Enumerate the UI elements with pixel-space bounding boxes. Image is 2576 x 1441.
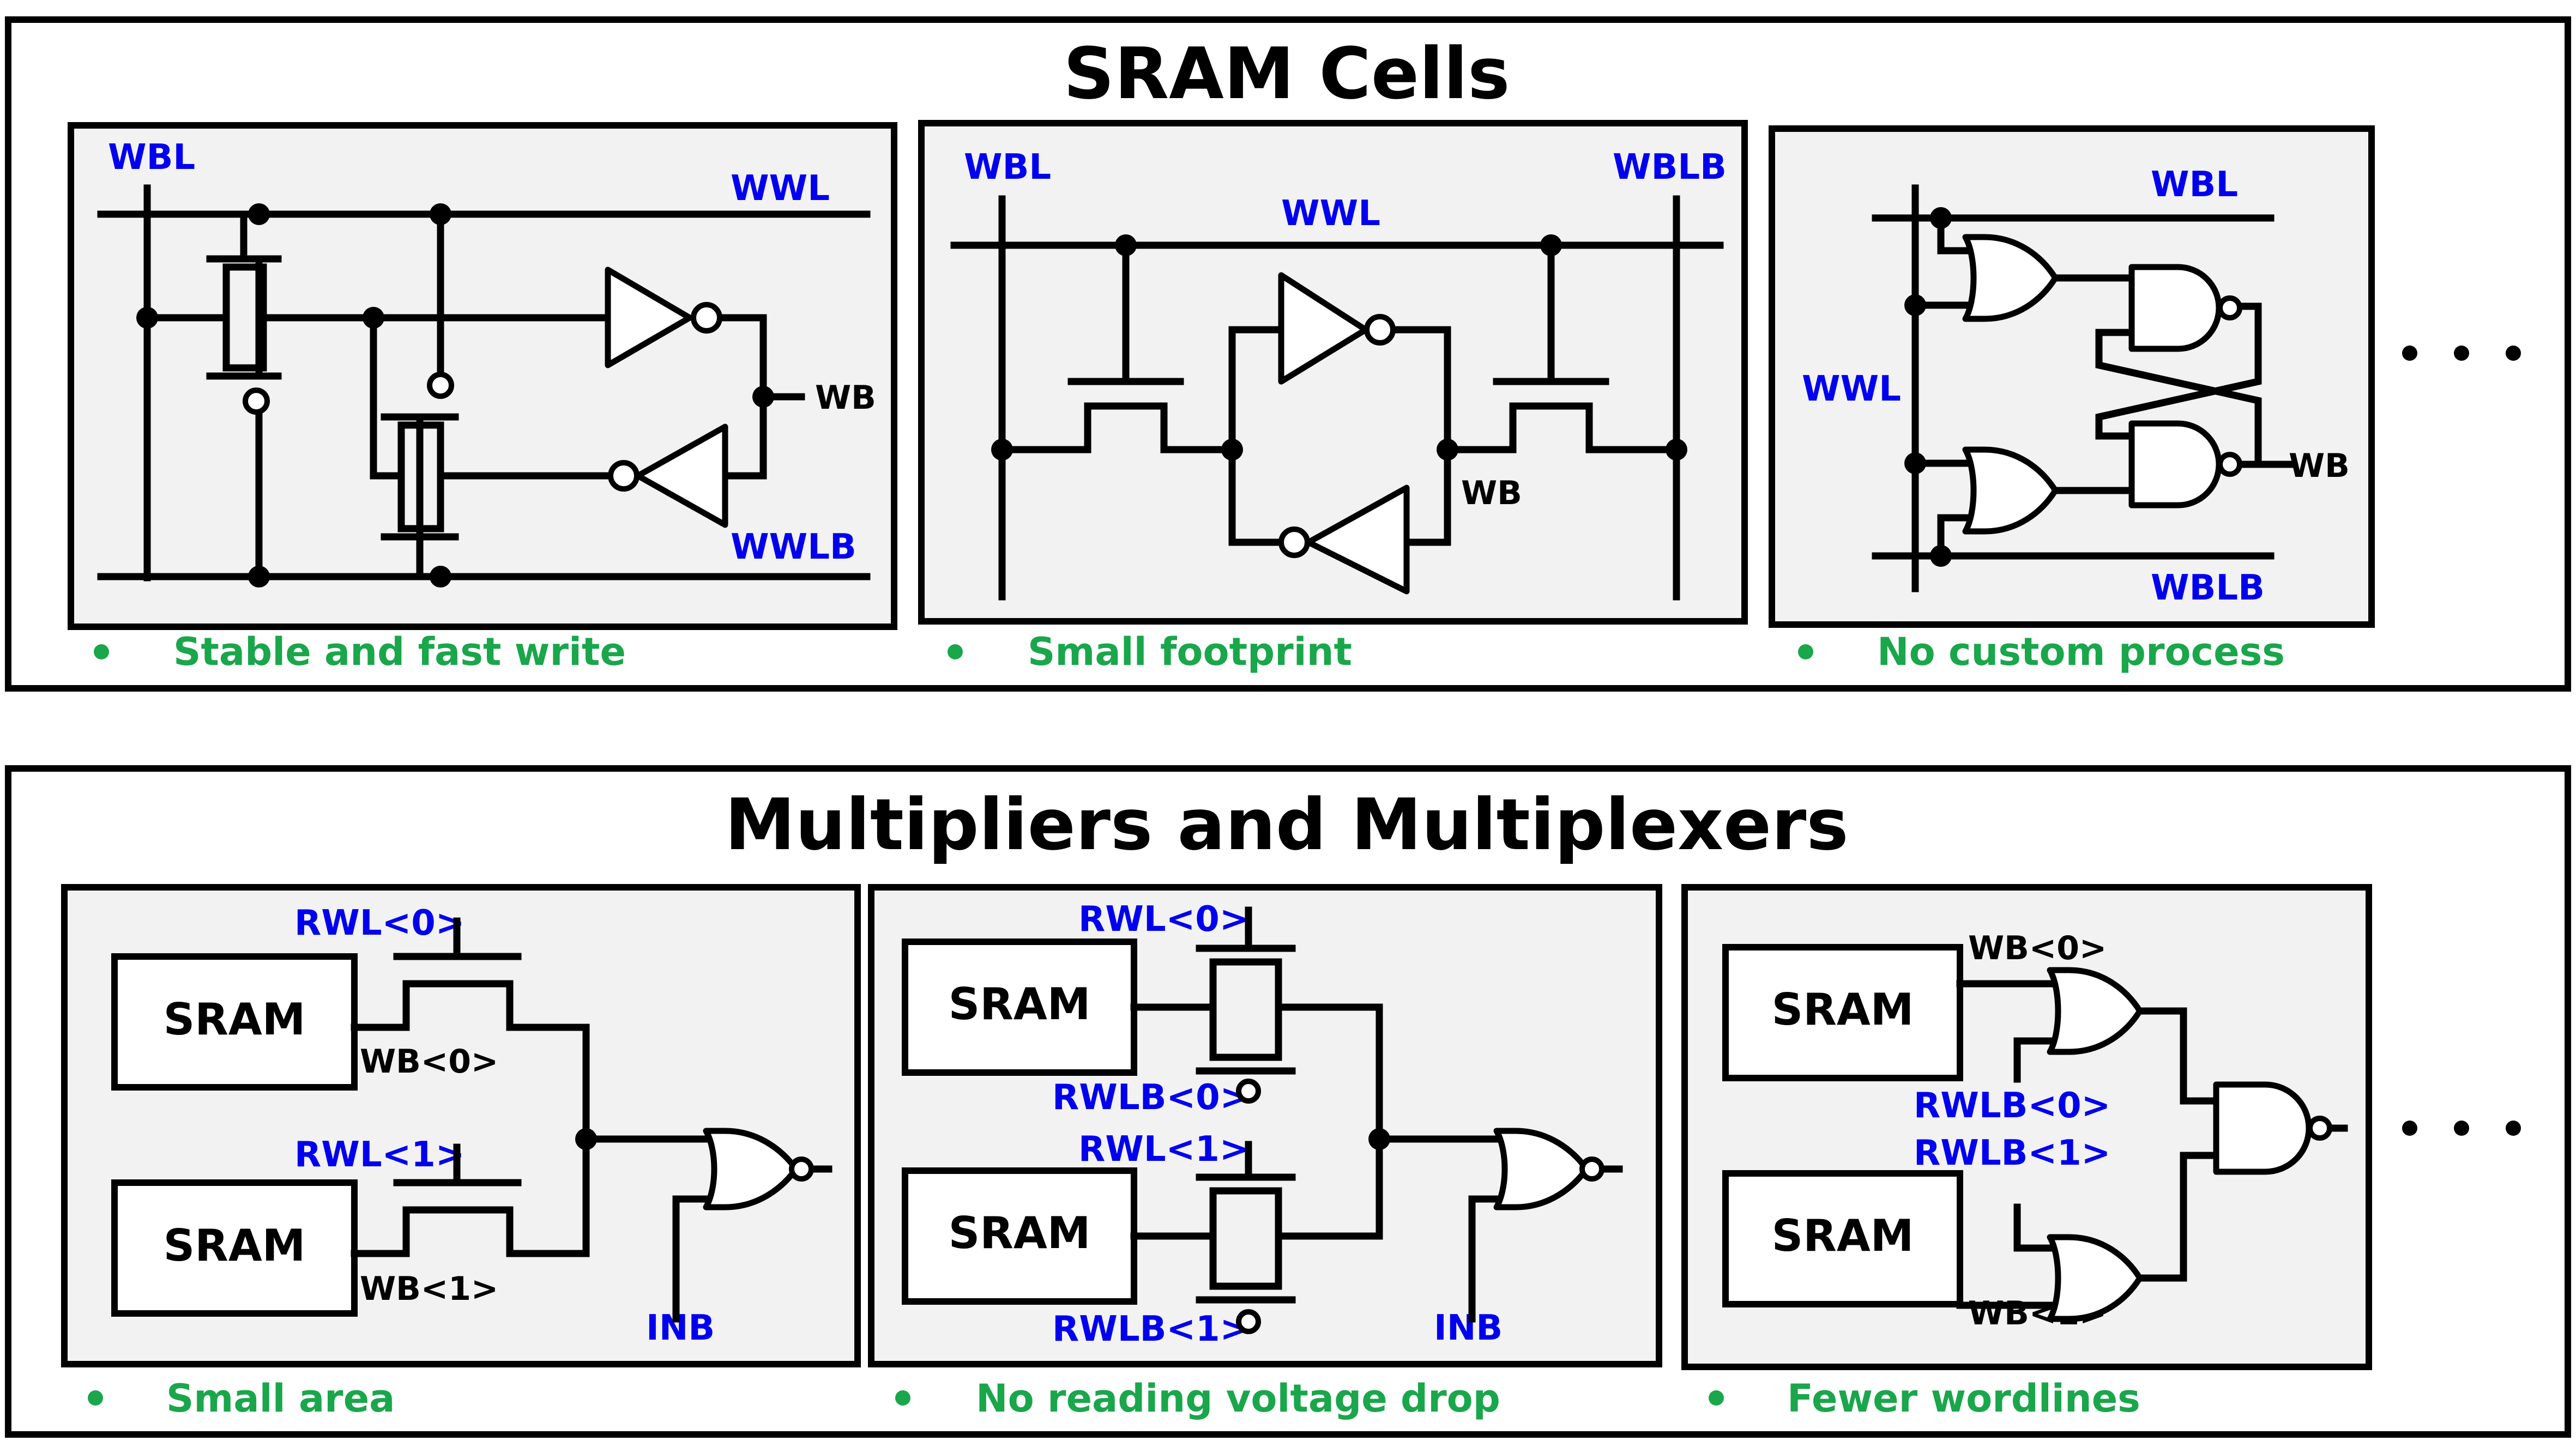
mux-2-sram-0-label: SRAM (949, 979, 1091, 1030)
mux-2-inb-label: INB (1434, 1308, 1503, 1348)
mux-2-rwlb0-label: RWLB<0> (1052, 1077, 1249, 1118)
bullet-icon (94, 644, 109, 659)
mux-1-wb1-label: WB<1> (360, 1270, 498, 1308)
cell-3-wblb-label: WBLB (2151, 568, 2265, 608)
cell-2-junctions (991, 234, 1687, 461)
cell-2-feature: Small footprint (1028, 629, 1352, 674)
mux-title: Multipliers and Multiplexers (725, 783, 1848, 866)
mux-1-sram-1 (111, 1179, 358, 1317)
mux-features: Small area No reading voltage drop Fewer… (88, 1376, 2140, 1421)
cell-3-bubbles (2217, 295, 2242, 477)
nand-gate-icon (2128, 420, 2222, 508)
mux-1-sram-0-label: SRAM (164, 994, 306, 1045)
or-gate-icon (2047, 1234, 2143, 1322)
nor-gate-icon (1493, 1128, 1590, 1210)
mux-3-wb0-label: WB<0> (1968, 929, 2107, 967)
cell-2-gates (1278, 272, 1410, 595)
cell-3-wbl-label: WBL (2151, 165, 2238, 205)
cell-3-feature: No custom process (1877, 629, 2285, 674)
cell-1-wbl-label: WBL (108, 137, 195, 178)
mux-1-bubbles (789, 1157, 814, 1182)
mux-2-sram-0 (902, 939, 1137, 1076)
mux-3-feature: Fewer wordlines (1787, 1376, 2140, 1421)
mux-3-gates (2047, 967, 2312, 1322)
mux-1-feature: Small area (166, 1376, 395, 1421)
mux-1-sram-1-label: SRAM (164, 1220, 306, 1271)
nand-gate-icon (2128, 264, 2222, 352)
cell-2-wb-label: WB (1461, 474, 1522, 512)
cell-2-wwl-label: WWL (1281, 193, 1380, 234)
mux-1-rwl0-label: RWL<0> (294, 903, 464, 943)
mux-1-sram-0 (111, 953, 358, 1091)
mux-1-junctions (575, 1128, 597, 1150)
cell-1-feature: Stable and fast write (173, 629, 626, 674)
cell-1-wb-label: WB (815, 379, 876, 417)
mux-1: SRAM SRAM RWL<0> WB<0> RWL<1> WB<1> INB (61, 884, 861, 1367)
or-gate-icon (1962, 446, 2059, 535)
cell-3-wb-label: WB (2289, 447, 2350, 485)
cell-2-wires (950, 195, 1724, 601)
cell-3-junctions (1904, 207, 1952, 567)
sram-cells-title: SRAM Cells (1063, 32, 1510, 115)
cell-2-wbl-label: WBL (964, 147, 1051, 187)
sram-cell-2: WBL WBLB WWL WB (918, 120, 1748, 625)
cell-2-wblb-label: WBLB (1613, 147, 1727, 187)
cell-1-bubbles (243, 302, 722, 492)
mux-2-sram-1 (902, 1167, 1137, 1305)
mux-3-sram-0 (1722, 944, 1963, 1081)
or-gate-icon (1962, 234, 2059, 322)
bullet-icon (1709, 1390, 1724, 1406)
mux-3: SRAM SRAM WB<0> RWLB<0> RWLB<1> WB<1> (1681, 884, 2372, 1370)
mux-2-junctions (1368, 1128, 1390, 1150)
bullet-icon (1798, 644, 1813, 659)
mux-2-rwlb1-label: RWLB<1> (1052, 1309, 1249, 1349)
or-gate-icon (2047, 967, 2143, 1055)
mux-1-rwl1-label: RWL<1> (294, 1135, 464, 1175)
inverter-icon (635, 423, 728, 528)
mux-3-rwlb1-label: RWLB<1> (1914, 1133, 2110, 1173)
mux-2-rwl0-label: RWL<0> (1078, 899, 1248, 940)
mux-1-wb0-label: WB<0> (360, 1043, 498, 1081)
mux-3-sram-0-label: SRAM (1772, 984, 1914, 1035)
mux-2-gates (1493, 1128, 1590, 1210)
mux-1-inb-label: INB (646, 1308, 715, 1348)
nor-gate-icon (703, 1128, 799, 1210)
cell-2-bubbles (1278, 314, 1396, 558)
bullet-icon (88, 1390, 103, 1406)
mux-2-feature: No reading voltage drop (976, 1376, 1500, 1421)
cell-1-junctions (136, 203, 774, 588)
cell-3-panel (1769, 125, 2375, 628)
mux-2-rwl1-label: RWL<1> (1078, 1129, 1248, 1170)
cell-1-gates (605, 267, 728, 528)
sram-cells-section: SRAM Cells WBL WWL WB WWLB (5, 16, 2571, 692)
cell-1-wwl-label: WWL (731, 168, 830, 209)
mux-3-bubbles (2307, 1116, 2332, 1141)
mux-section: Multipliers and Multiplexers SRAM SRAM R… (5, 765, 2571, 1438)
sram-cells-more-ellipsis (2402, 346, 2521, 361)
mux-2-wires (1130, 906, 1623, 1323)
nand-gate-icon (2213, 1081, 2312, 1175)
inverter-icon (1278, 272, 1369, 385)
inverter-icon (1305, 485, 1410, 595)
inverter-icon (605, 267, 693, 368)
mux-2-bubbles (1236, 1079, 1604, 1334)
mux-2: SRAM SRAM RWL<0> RWLB<0> RWL<1> RWLB<1> … (868, 884, 1662, 1367)
mux-3-sram-1 (1722, 1170, 1963, 1307)
mux-3-wires (1956, 980, 2348, 1309)
mux-1-wires (351, 917, 832, 1323)
cell-1-wwlb-label: WWLB (731, 527, 856, 567)
cell-1-wires (97, 184, 871, 582)
bullet-icon (948, 644, 963, 659)
mux-1-gates (703, 1128, 799, 1210)
mux-3-rwlb0-label: RWLB<0> (1914, 1086, 2110, 1126)
sram-cell-1: WBL WWL WB WWLB (68, 122, 897, 630)
mux-3-sram-1-label: SRAM (1772, 1210, 1914, 1261)
mux-2-sram-1-label: SRAM (949, 1208, 1091, 1258)
cell-3-wwl-label: WWL (1802, 369, 1901, 409)
sram-cells-features: Stable and fast write Small footprint No… (94, 629, 2285, 674)
sram-cell-3: WBL WWL WB WBLB (1769, 125, 2375, 628)
mux-more-ellipsis (2402, 1121, 2521, 1136)
bullet-icon (895, 1390, 910, 1406)
